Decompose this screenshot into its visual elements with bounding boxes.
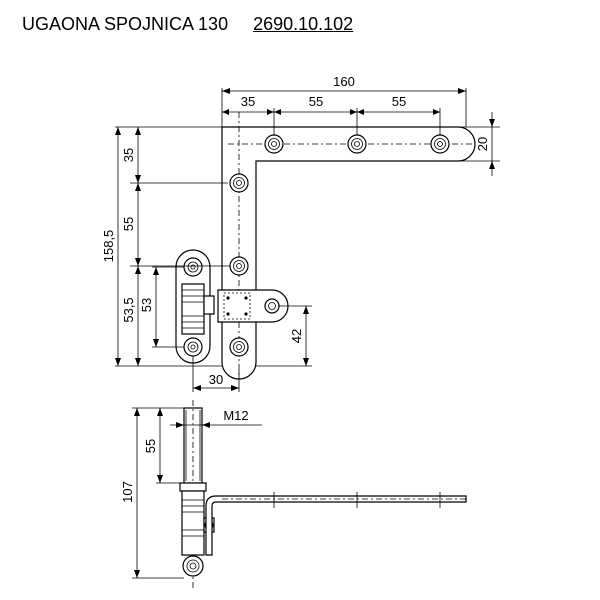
hinge-hole-bottom — [183, 337, 203, 357]
hole-top-3 — [430, 134, 450, 154]
hinge-barrel — [181, 283, 215, 335]
l-bracket-outline — [221, 126, 476, 380]
dim-160: 160 — [333, 74, 355, 89]
dim-158-5: 158,5 — [101, 230, 116, 263]
dim-55-left: 55 — [121, 217, 136, 231]
part-name: UGAONA SPOJNICA 130 — [22, 14, 229, 34]
horizontal-arm-side — [205, 495, 467, 556]
dim-30: 30 — [209, 372, 223, 387]
dim-53-5: 53,5 — [121, 297, 136, 322]
hinge-body — [181, 490, 205, 556]
square-cutout — [223, 292, 251, 320]
hole-left-2 — [229, 256, 249, 276]
side-view — [179, 400, 467, 590]
dim-53: 53 — [139, 298, 154, 312]
dim-35-left: 35 — [121, 148, 136, 162]
bottom-ring — [182, 555, 204, 577]
side-tab — [217, 289, 289, 323]
hole-left-3 — [229, 337, 249, 357]
top-view — [175, 112, 476, 380]
dim-55-top-a: 55 — [309, 94, 323, 109]
side-dimensions: 55 107 M12 — [120, 407, 262, 579]
top-dimensions: 160 35 55 55 20 158,5 35 — [101, 74, 500, 392]
drawing-title: UGAONA SPOJNICA 130 2690.10.102 — [22, 14, 353, 35]
dim-107: 107 — [120, 481, 135, 503]
dim-20: 20 — [475, 137, 490, 151]
dim-35-top: 35 — [241, 94, 255, 109]
hole-top-1 — [264, 134, 284, 154]
dim-55-side: 55 — [143, 439, 158, 453]
dim-m12: M12 — [223, 408, 248, 423]
hole-top-2 — [347, 134, 367, 154]
dim-42: 42 — [289, 329, 304, 343]
dim-55-top-b: 55 — [392, 94, 406, 109]
collar — [179, 482, 207, 492]
side-tab-hole — [264, 298, 280, 314]
part-code: 2690.10.102 — [253, 14, 354, 34]
hinge-hole-top — [183, 257, 203, 277]
hole-left-1 — [229, 173, 249, 193]
